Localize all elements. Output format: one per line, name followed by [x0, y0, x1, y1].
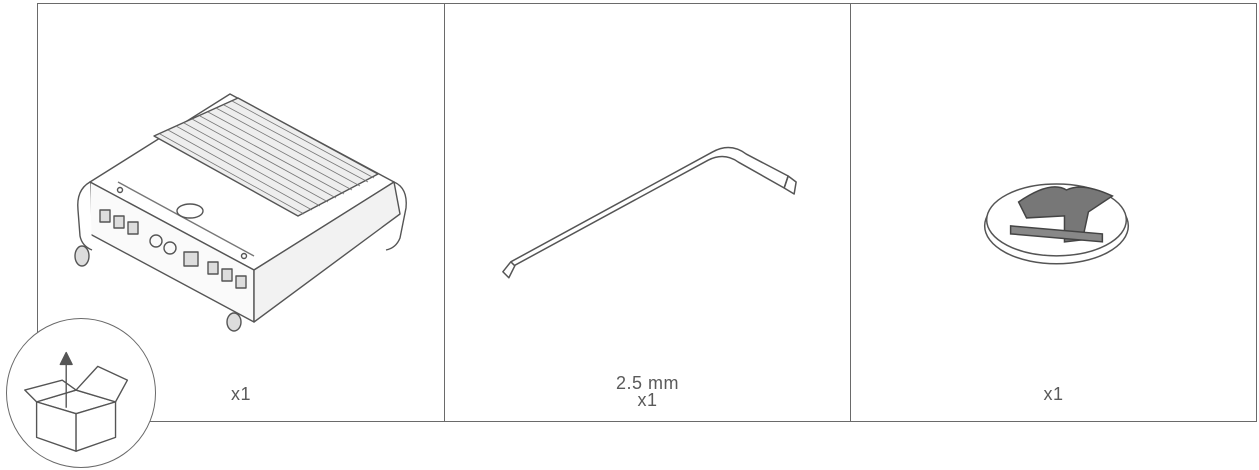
- unboxing-icon-circle: [6, 318, 156, 468]
- hex-key-size: 2.5 mm: [615, 373, 679, 393]
- panel-hex-key: 2.5 mm x1: [444, 4, 850, 421]
- amplifier-icon: [74, 93, 407, 332]
- package-contents-grid: x1 2.5 mm x1: [37, 3, 1257, 422]
- panel-amplifier: x1: [38, 4, 444, 421]
- badge-quantity: x1: [1043, 384, 1064, 404]
- panel-badge: x1: [850, 4, 1256, 421]
- amplifier-quantity: x1: [230, 384, 251, 404]
- hex-key-caption: 2.5 mm x1: [445, 373, 850, 410]
- logo-badge-icon: [983, 183, 1130, 265]
- hex-key-icon: [502, 146, 797, 279]
- open-box-arrow-icon: [24, 351, 129, 452]
- hex-key-quantity: x1: [637, 390, 658, 410]
